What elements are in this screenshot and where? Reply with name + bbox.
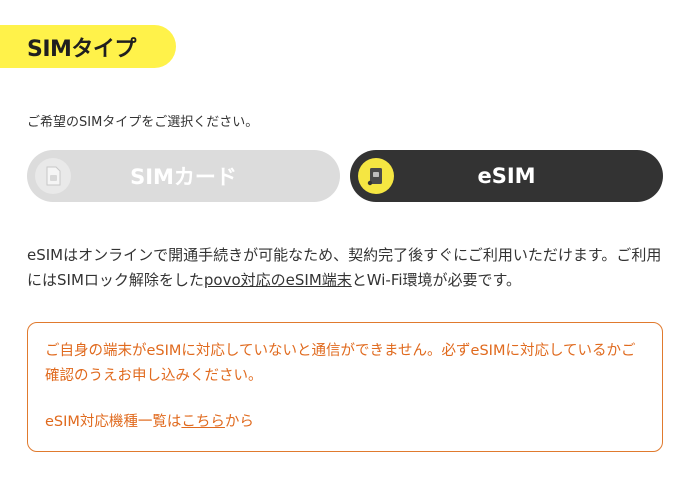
sim-card-label: SIMカード (130, 165, 237, 189)
notice-text: ご自身の端末がeSIMに対応していないと通信ができません。必ずeSIMに対応して… (45, 343, 636, 384)
description-text-1: eSIMはオンラインで開通手続きが可能なため、契約完了後すぐにご利用いただけます… (27, 246, 662, 289)
notice-box: ご自身の端末がeSIMに対応していないと通信ができません。必ずeSIMに対応して… (27, 322, 663, 452)
description-text-2: とWi-Fi環境が必要です。 (351, 271, 522, 289)
device-list-link[interactable]: こちら (181, 414, 225, 430)
esim-label: eSIM (477, 164, 536, 188)
sim-card-option[interactable]: SIMカード (27, 150, 340, 202)
esim-device-link[interactable]: povo対応のeSIM端末 (203, 271, 352, 289)
esim-description: eSIMはオンラインで開通手続きが可能なため、契約完了後すぐにご利用いただけます… (27, 243, 667, 293)
device-list-line: eSIM対応機種一覧はこちらから (45, 410, 645, 431)
sim-card-icon (35, 158, 71, 194)
esim-option[interactable]: eSIM (350, 150, 663, 202)
section-header: SIMタイプ (0, 25, 176, 68)
section-title: SIMタイプ (27, 36, 136, 62)
esim-chip-icon (358, 158, 394, 194)
instruction-text: ご希望のSIMタイプをご選択ください。 (27, 115, 259, 130)
device-list-suffix: から (224, 414, 254, 430)
device-list-prefix: eSIM対応機種一覧は (45, 414, 182, 430)
